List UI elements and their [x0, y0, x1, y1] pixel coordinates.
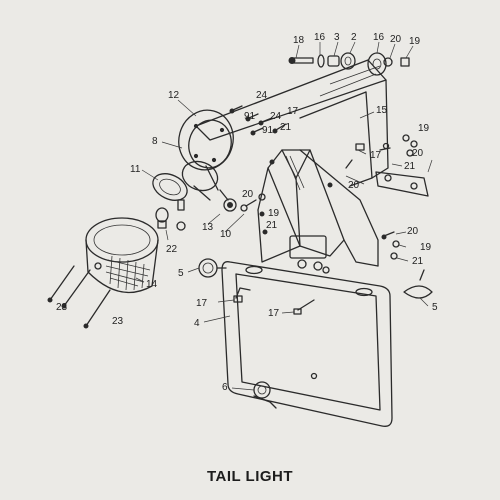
callout-24: 24	[256, 90, 268, 101]
part-right-fasteners	[345, 143, 400, 260]
callout-91: 91	[244, 111, 256, 122]
callout-18: 18	[293, 35, 305, 46]
part-reflector-8	[181, 160, 219, 201]
callout-19: 19	[418, 123, 430, 134]
callout-17: 17	[287, 106, 299, 117]
callout-20: 20	[412, 148, 424, 159]
callout-91: 91	[262, 125, 274, 136]
part-screws-24-91	[229, 105, 287, 136]
callout-14: 14	[146, 279, 158, 290]
callout-17: 17	[370, 150, 382, 161]
callout-16: 16	[314, 32, 326, 43]
callout-17: 17	[196, 298, 208, 309]
callout-24: 24	[270, 111, 282, 122]
callout-5: 5	[178, 268, 184, 279]
part-license-plate-4	[221, 261, 393, 427]
part-bulb-22	[155, 199, 186, 231]
callout-16: 16	[373, 32, 385, 43]
part-side-clip	[375, 134, 429, 197]
part-screw-17-center	[293, 299, 315, 315]
callout-21: 21	[412, 256, 424, 267]
part-nut-19-top	[400, 57, 410, 67]
callout-20: 20	[242, 189, 254, 200]
callout-23: 23	[56, 302, 68, 313]
callout-10: 10	[220, 229, 232, 240]
part-reflector-5-right	[403, 269, 433, 299]
callout-20: 20	[348, 180, 360, 191]
callout-21: 21	[280, 122, 292, 133]
part-mounting-frame	[257, 149, 379, 274]
part-spacer-3	[327, 55, 340, 67]
callout-21: 21	[266, 220, 278, 231]
callout-3: 3	[334, 32, 340, 43]
part-lamp-6	[253, 381, 277, 409]
callout-22: 22	[166, 244, 178, 255]
callout-19: 19	[420, 242, 432, 253]
part-main-bracket-15	[195, 59, 389, 187]
part-washer-16-left	[317, 54, 325, 68]
callout-2: 2	[351, 32, 357, 43]
callout-20: 20	[390, 34, 402, 45]
callout-19: 19	[409, 36, 421, 47]
callout-21: 21	[404, 161, 416, 172]
callout-13: 13	[202, 222, 214, 233]
callout-5: 5	[432, 302, 438, 313]
part-lamp-ring-12	[178, 109, 234, 171]
part-socket-13	[219, 189, 237, 212]
callout-12: 12	[168, 90, 180, 101]
callout-23: 23	[112, 316, 124, 327]
part-screws-23	[47, 265, 111, 329]
callout-17: 17	[268, 308, 280, 319]
part-washer-16-right	[383, 57, 393, 67]
part-bracket-upper-end	[367, 52, 387, 76]
callout-11: 11	[130, 164, 141, 175]
callout-8: 8	[152, 136, 158, 147]
part-bolt-18	[288, 57, 314, 64]
callout-labels: 18 16 3 2 16 20 19 12 24 91 24 91 17 21 …	[56, 32, 438, 393]
part-lens-11	[152, 173, 188, 201]
leader-lines	[135, 41, 433, 391]
callout-20: 20	[407, 226, 419, 237]
callout-15: 15	[376, 105, 388, 116]
part-bushing-2	[340, 52, 356, 70]
callout-6: 6	[222, 382, 228, 393]
diagram-title: TAIL LIGHT	[206, 468, 294, 485]
part-lamp-body-14	[85, 217, 159, 294]
callout-19: 19	[268, 208, 280, 219]
callout-4: 4	[194, 318, 200, 329]
part-bolt-17-plate	[233, 287, 251, 303]
